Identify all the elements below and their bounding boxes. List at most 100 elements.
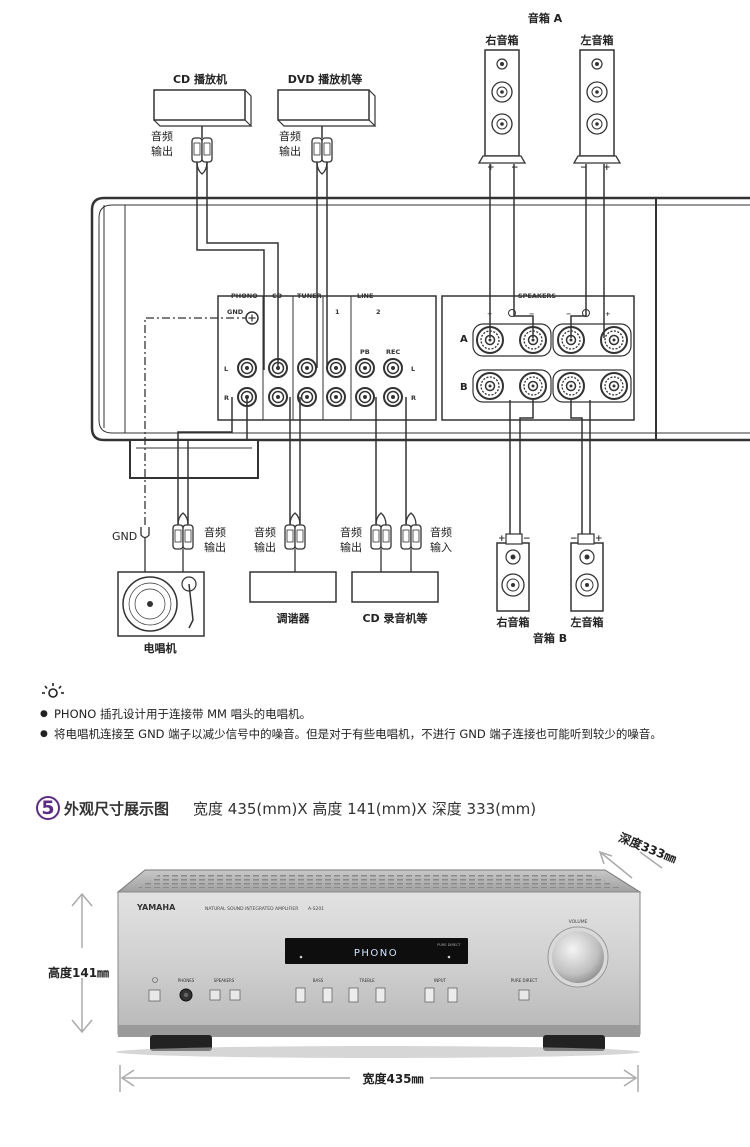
note-item: 将电唱机连接至 GND 端子以减少信号中的噪音。但是对于有些电唱机，不进行 GN… <box>40 724 730 744</box>
b-right-plus-terminal[interactable] <box>476 372 504 400</box>
svg-text:−: − <box>570 534 578 544</box>
a-left-minus: − <box>566 310 571 318</box>
power-icon <box>152 977 158 983</box>
dvd-player-label: DVD 播放机等 <box>288 72 363 86</box>
pb-label: PB <box>360 348 370 356</box>
turntable-audio-out-2: 输出 <box>204 540 226 554</box>
svg-text:−: − <box>580 163 588 173</box>
section-number: 5 <box>36 796 60 820</box>
svg-text:+: + <box>487 163 495 173</box>
dvd-audio-out-label-2: 输出 <box>279 144 301 158</box>
input-down-button[interactable] <box>424 987 435 1003</box>
volume-knob[interactable] <box>552 931 604 983</box>
speaker-a-left-label: 左音箱 <box>580 33 614 47</box>
speaker-a-right <box>478 49 526 164</box>
row-b-label: B <box>460 382 468 393</box>
speakers-b-group-label: 音箱 B <box>533 631 567 645</box>
turntable <box>117 571 205 637</box>
svg-text:TREBLE: TREBLE <box>358 978 375 983</box>
width-label: 宽度435㎜ <box>361 1071 423 1086</box>
notes-list: PHONO 插孔设计用于连接带 MM 唱头的电唱机。 将电唱机连接至 GND 端… <box>40 704 730 744</box>
rec-l-jack[interactable] <box>383 358 403 378</box>
model-line: NATURAL SOUND INTEGRATED AMPLIFIER <box>205 906 298 912</box>
line1-l-jack[interactable] <box>326 358 346 378</box>
tuner-audio-out-2: 输出 <box>254 540 276 554</box>
phono-r-label: R <box>224 394 229 402</box>
speaker-panel: SPEAKERS A B + − − + <box>441 292 635 421</box>
cd-recorder-label: CD 录音机等 <box>362 611 427 625</box>
svg-text:PURE DIRECT: PURE DIRECT <box>437 943 461 947</box>
recorder-audio-in-2: 输入 <box>430 540 452 554</box>
volume-label: VOLUME <box>569 919 588 925</box>
dimensions-title: 外观尺寸展示图 <box>64 799 170 818</box>
rec-label: REC <box>386 348 400 356</box>
recorder-audio-out-1: 音频 <box>340 525 362 539</box>
treble-knob[interactable] <box>348 987 359 1003</box>
cd-player <box>153 89 253 138</box>
recorder-audio-in-1: 音频 <box>430 525 452 539</box>
svg-text:−: − <box>523 534 531 544</box>
b-left-plus-terminal[interactable] <box>600 372 628 400</box>
turntable-label: 电唱机 <box>144 641 177 655</box>
gnd-fork-icon <box>140 527 150 572</box>
power-button[interactable] <box>148 989 161 1002</box>
speakers-b-button[interactable] <box>229 989 241 1001</box>
svg-text:+: + <box>603 163 611 173</box>
tuner-label: 调谐器 <box>277 611 311 625</box>
svg-text:INPUT: INPUT <box>434 978 447 983</box>
speaker-b-right-label: 右音箱 <box>496 615 530 629</box>
loudness-knob[interactable] <box>375 987 386 1003</box>
a-left-plus-terminal[interactable] <box>600 326 628 354</box>
dvd-player <box>277 89 377 138</box>
amplifier-front-illustration: YAMAHA NATURAL SOUND INTEGRATED AMPLIFIE… <box>48 830 679 1092</box>
tip-icon <box>40 682 730 704</box>
cd-player-label: CD 播放机 <box>173 72 227 86</box>
speakers-panel-label: SPEAKERS <box>518 292 556 300</box>
svg-text:−: − <box>511 163 519 173</box>
gnd-wire-label: GND <box>112 530 137 543</box>
gnd-panel-label: GND <box>227 308 244 316</box>
line-2-label: 2 <box>376 308 381 316</box>
model-number: A-S201 <box>308 906 324 912</box>
depth-label: 深度333㎜ <box>617 830 679 866</box>
height-arrow <box>71 892 93 1034</box>
display-readout: PHONO <box>354 948 398 959</box>
bass-knob[interactable] <box>295 987 306 1003</box>
pure-direct-button[interactable] <box>518 989 530 1001</box>
svg-text:BASS: BASS <box>313 978 324 983</box>
b-right-minus-terminal[interactable] <box>519 372 547 400</box>
b-left-minus-terminal[interactable] <box>557 372 585 400</box>
line-l-label: L <box>411 365 415 373</box>
depth-arrow <box>598 850 663 879</box>
connection-diagram: PHONO CD TUNER LINE 1 2 GND PB REC L R L… <box>90 11 750 655</box>
svg-text:PHONES: PHONES <box>178 978 195 983</box>
pb-r-jack[interactable] <box>355 387 375 407</box>
line1-r-jack[interactable] <box>326 387 346 407</box>
balance-knob[interactable] <box>322 987 333 1003</box>
tuner-jack-label: TUNER <box>297 292 322 300</box>
svg-text:+: + <box>498 534 506 544</box>
cables <box>177 140 605 534</box>
width-arrow <box>119 1065 639 1092</box>
svg-text:+: + <box>595 534 603 544</box>
tuner-l-jack[interactable] <box>297 358 317 378</box>
row-a-label: A <box>460 334 468 345</box>
cd-r-jack[interactable] <box>268 387 288 407</box>
turntable-audio-out-1: 音频 <box>204 525 226 539</box>
speakers-a-group-label: 音箱 A <box>528 11 563 25</box>
phono-label: PHONO <box>231 292 258 300</box>
phono-l-label: L <box>224 365 228 373</box>
speakers-a-button[interactable] <box>209 989 221 1001</box>
phono-l-jack[interactable] <box>237 358 257 378</box>
tuner-audio-out-1: 音频 <box>254 525 276 539</box>
recorder-audio-out-2: 输出 <box>340 540 362 554</box>
gnd-wire <box>144 317 246 525</box>
line-1-label: 1 <box>335 308 340 316</box>
input-up-button[interactable] <box>447 987 458 1003</box>
speaker-b-left-label: 左音箱 <box>570 615 604 629</box>
pb-l-jack[interactable] <box>355 358 375 378</box>
gnd-terminal[interactable] <box>245 311 259 325</box>
rec-r-jack[interactable] <box>383 387 403 407</box>
dimensions-title-row: 5 外观尺寸展示图 宽度 435(mm)X 高度 141(mm)X 深度 333… <box>36 793 536 823</box>
speaker-b-right <box>496 542 530 612</box>
